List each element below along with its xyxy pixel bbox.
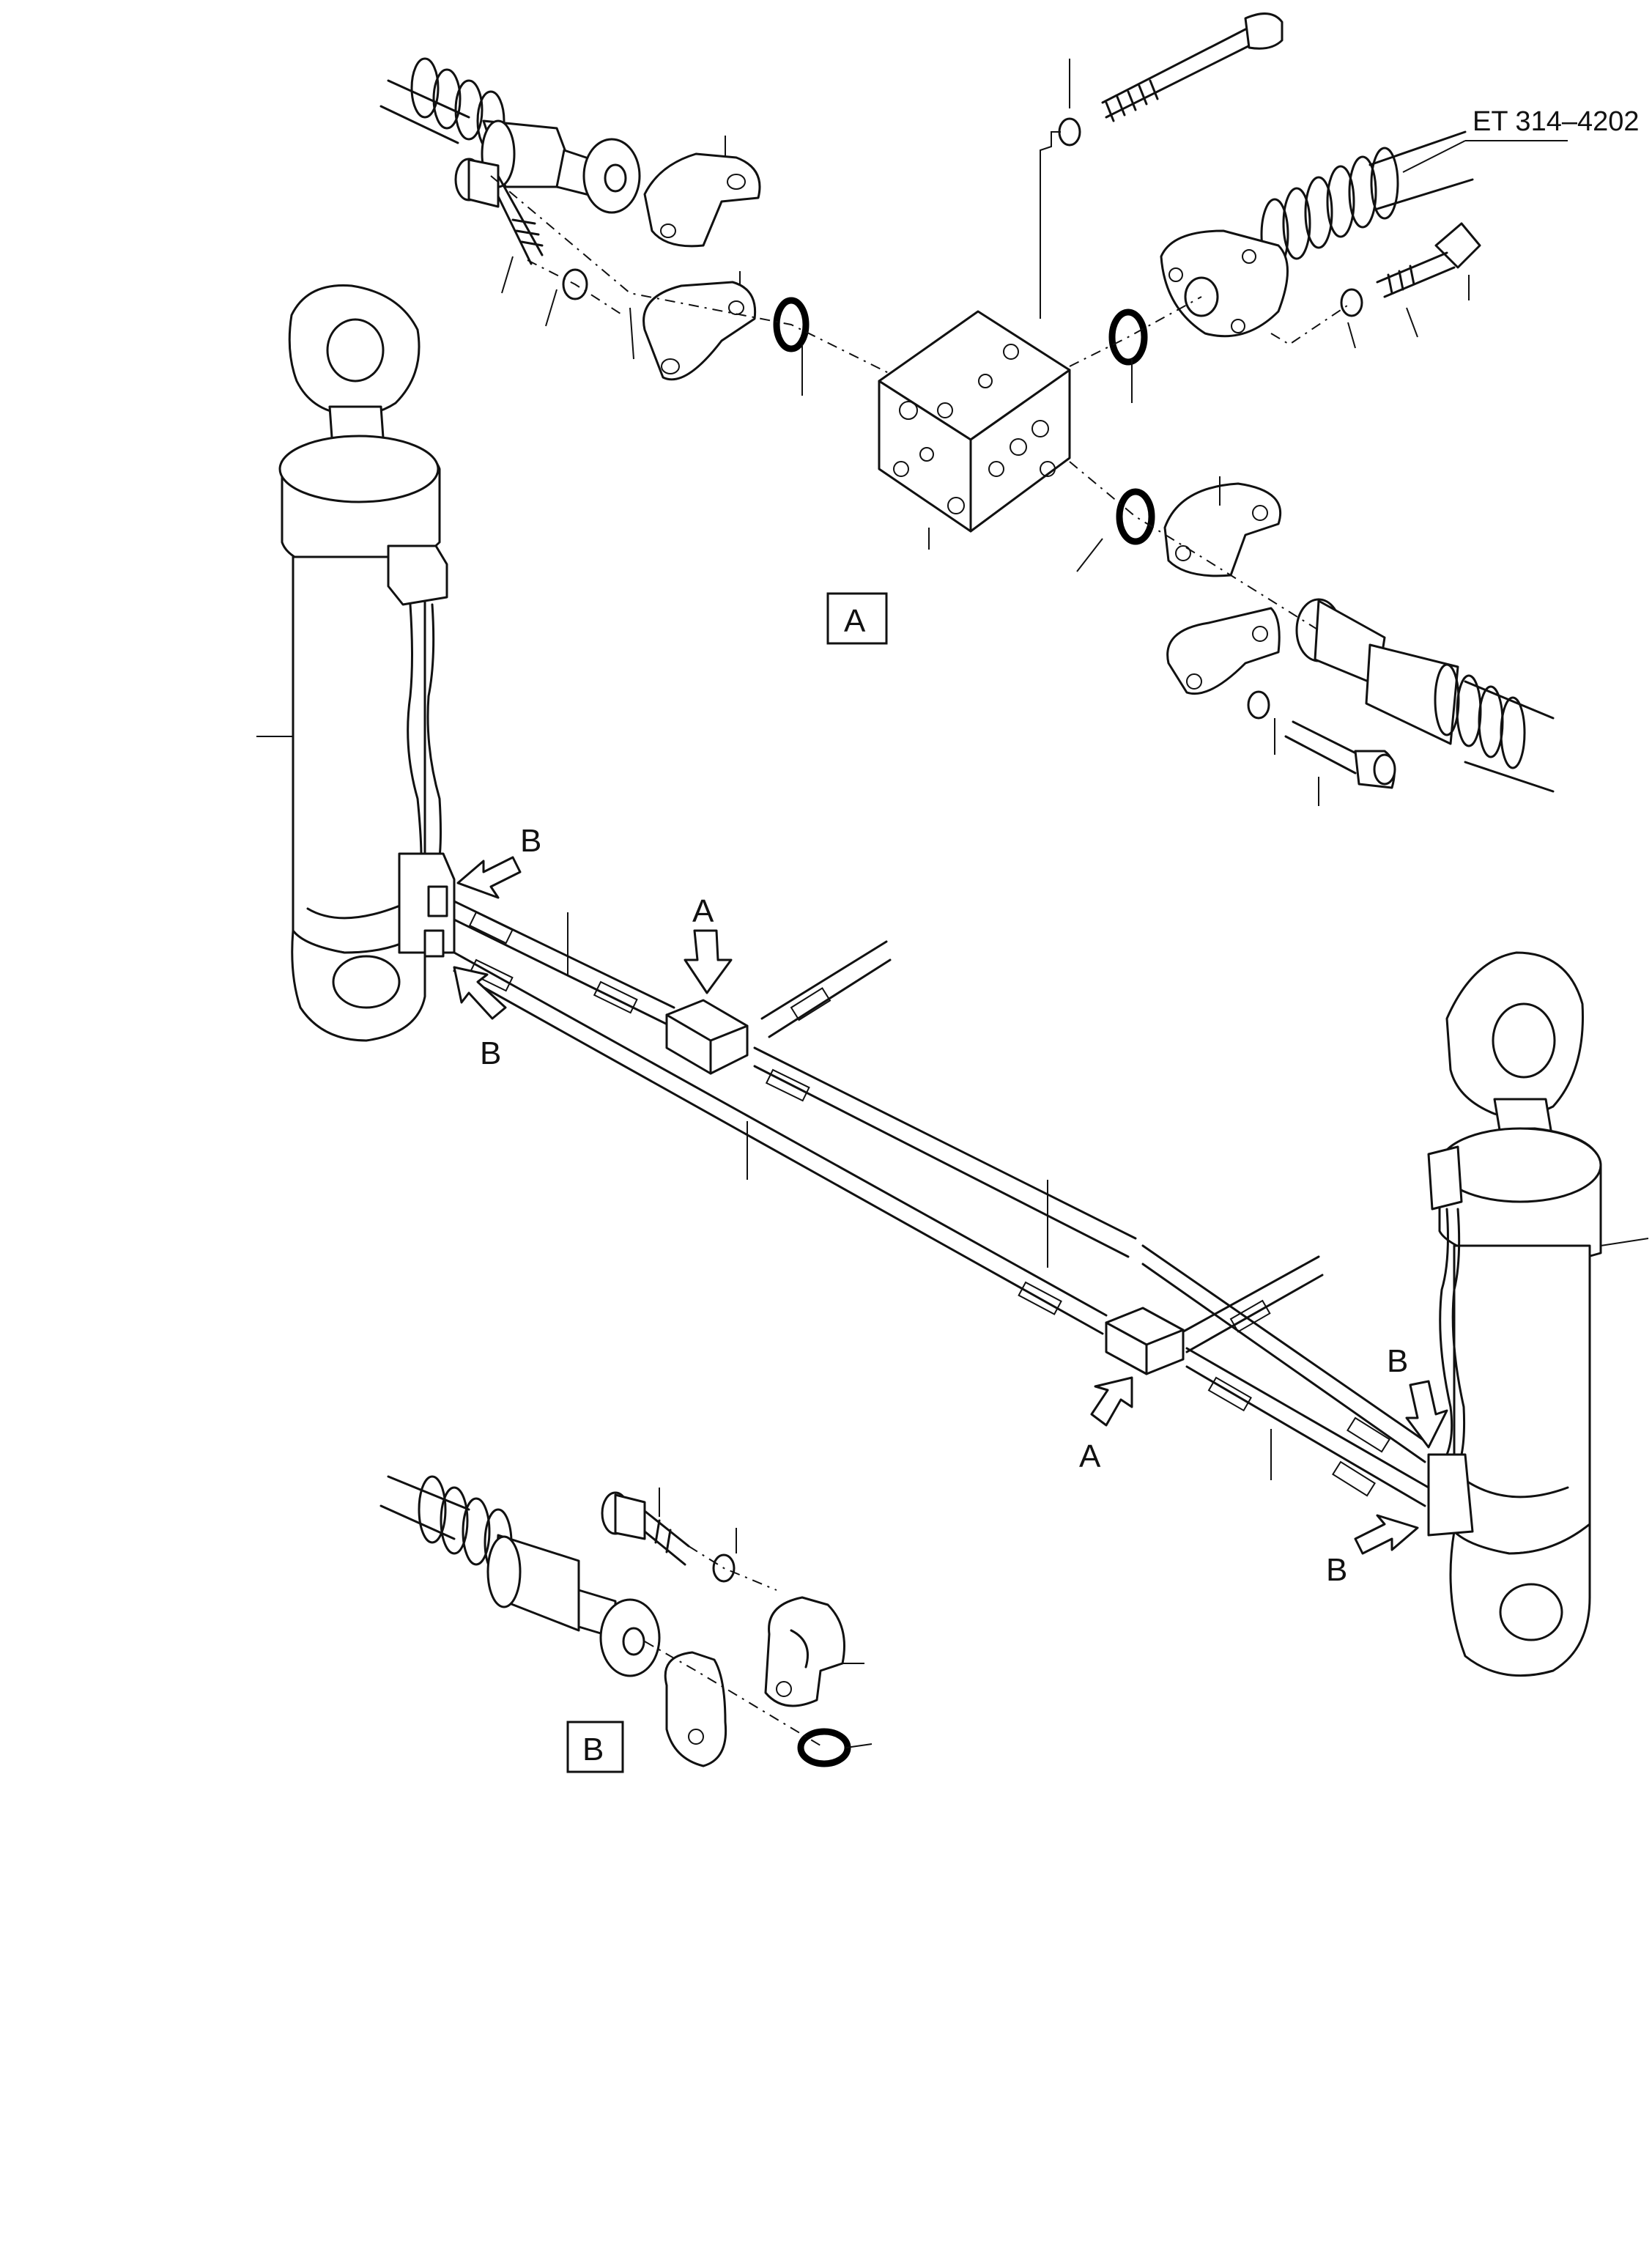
o-ring-upper-right-icon: [1108, 308, 1148, 366]
hose-lower-right-icon: [1295, 598, 1555, 793]
callout-arrow-icon: [1405, 1380, 1448, 1449]
detail-a-group: A: [379, 12, 1555, 806]
callout-arrow-icon: [456, 856, 522, 899]
hose-detail-b-icon: [379, 1475, 661, 1677]
o-ring-left-icon: [773, 297, 810, 352]
bolt-right-icon: [1376, 222, 1481, 298]
right-fitting-icon: [1160, 130, 1474, 338]
washer-right-icon: [1340, 288, 1363, 317]
callout-arrow-icon: [1354, 1514, 1419, 1555]
bolt-lower-right-icon: [1284, 720, 1396, 789]
long-bolt-icon: [1101, 12, 1284, 122]
o-ring-detail-b-icon: [797, 1728, 851, 1767]
flange-clamp-lower-right-2-icon: [1166, 607, 1281, 695]
flange-clamp-upper-icon: [643, 152, 761, 248]
flange-clamp-lower-icon: [642, 281, 757, 381]
o-ring-lower-right-icon: [1116, 488, 1155, 545]
bolt-detail-b-icon: [601, 1491, 690, 1566]
left-lift-cylinder-icon: [278, 284, 456, 1042]
hose-assembly-icon: [453, 900, 1430, 1507]
tee-block-upper-icon: [665, 999, 749, 1075]
drawing-reference-leader: [1402, 140, 1466, 173]
detail-b-label-box: [566, 1721, 624, 1773]
flange-clamp-detail-b-upper-icon: [764, 1596, 845, 1707]
callout-a-lower: A: [1079, 1438, 1101, 1474]
callout-b-right-lower: B: [1326, 1552, 1347, 1588]
hose-icon: [379, 57, 641, 214]
callout-arrow-icon: [684, 929, 733, 994]
flange-clamp-detail-b-lower-icon: [664, 1651, 727, 1767]
bolt-icon: [454, 158, 544, 265]
right-lift-cylinder-icon: [1427, 951, 1602, 1677]
callout-arrow-icon: [1090, 1376, 1133, 1427]
detail-a-label-box: [826, 592, 888, 645]
callout-b-upper-left: B: [520, 823, 541, 859]
flange-clamp-lower-right-icon: [1163, 482, 1282, 577]
callout-a-upper: A: [692, 893, 714, 929]
detail-a-label: A: [844, 603, 866, 639]
drawing-reference: ET 314–4202: [1473, 106, 1640, 137]
callout-b-right-upper: B: [1387, 1343, 1408, 1379]
top-washer-icon: [1058, 117, 1081, 147]
valve-block-icon: [878, 310, 1071, 533]
detail-b-group: B: [379, 1475, 873, 1773]
callout-b-lower-left: B: [480, 1035, 501, 1071]
callout-arrow-icon: [453, 966, 507, 1020]
detail-b-label: B: [582, 1732, 604, 1767]
tee-block-lower-icon: [1105, 1307, 1185, 1375]
washer-lower-right-icon: [1247, 690, 1270, 720]
